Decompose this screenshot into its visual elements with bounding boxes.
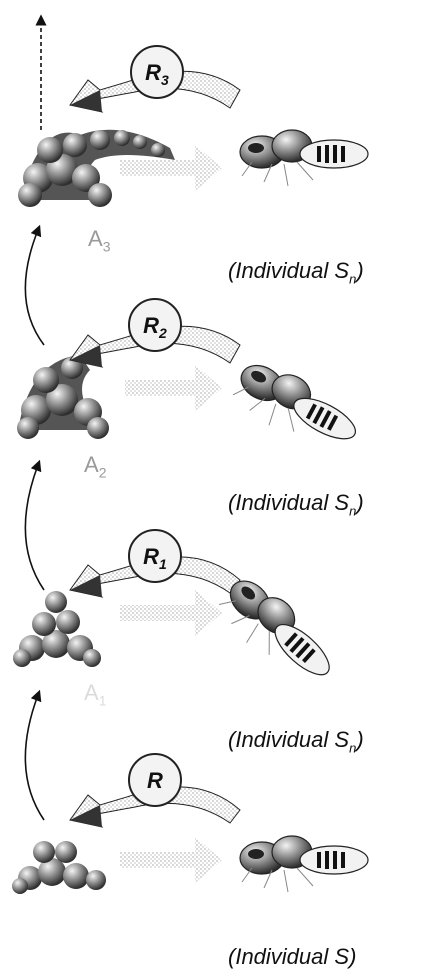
response-label-r: R: [147, 768, 163, 793]
stimulus-arrow-icon: [120, 145, 222, 191]
stage-r: [12, 689, 369, 894]
stimulus-label-a2: A2: [84, 452, 107, 481]
response-label-r3: R3: [145, 60, 169, 88]
individual-caption-r3: (Individual Sn): [228, 258, 364, 287]
stimulus-arrow-icon: [120, 837, 222, 883]
termite-icon: [226, 352, 367, 464]
stimulus-label-a1: A1: [84, 680, 107, 709]
individual-caption-r1: (Individual Sn): [228, 727, 364, 756]
individual-caption-r2: (Individual Sn): [228, 490, 364, 519]
soil-pile-icon: [17, 355, 109, 439]
stage-r1: [13, 459, 345, 697]
soil-pile-icon: [12, 841, 106, 894]
soil-pile-icon: [13, 591, 101, 667]
soil-pile-icon: [18, 129, 175, 207]
stimulus-arrow-icon: [120, 590, 222, 636]
response-label-r1: R1: [143, 544, 167, 572]
termite-icon: [239, 129, 369, 187]
stage-r3: [18, 14, 369, 207]
stimulus-label-a3: A3: [88, 226, 111, 255]
individual-caption-r: (Individual S): [228, 944, 357, 969]
response-label-r2: R2: [143, 313, 167, 341]
stimulus-arrow-icon: [125, 365, 222, 411]
growth-arrow-icon: [24, 689, 45, 821]
growth-arrow-icon: [24, 459, 45, 591]
growth-arrow-icon: [24, 224, 45, 346]
termite-icon: [239, 835, 369, 893]
stage-r2: [17, 224, 367, 464]
